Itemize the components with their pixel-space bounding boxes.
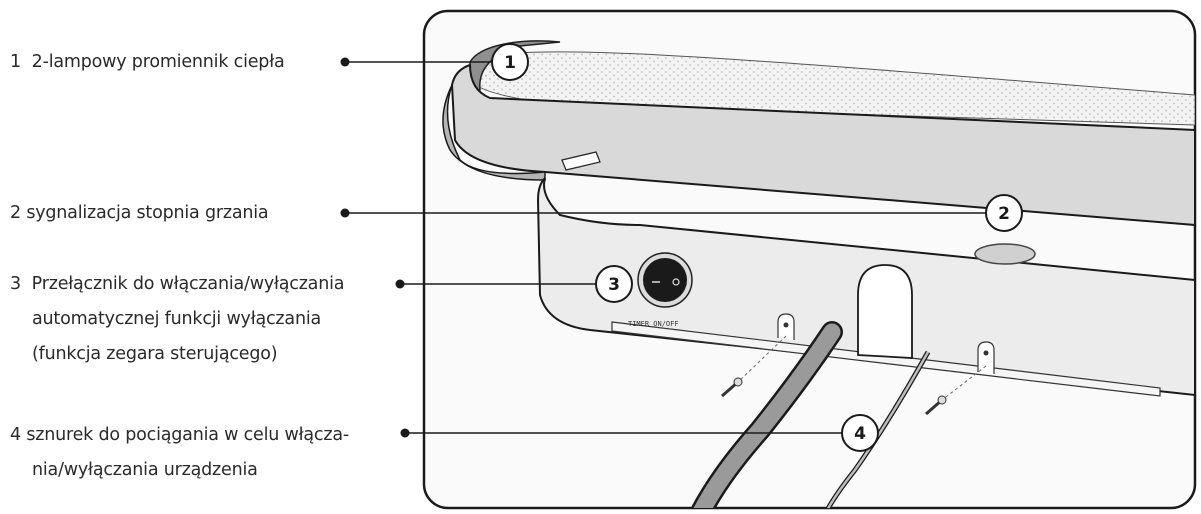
label-2: 2 sygnalizacja stopnia grzania (10, 196, 269, 231)
heater-top-rim (469, 40, 561, 91)
heating-indicator (974, 243, 1036, 265)
callout-2: 2 (985, 194, 1023, 232)
callout-1-number: 1 (504, 53, 516, 73)
label-2-line-1: sygnalizacja stopnia grzania (26, 203, 269, 223)
cord-slot (857, 264, 913, 359)
callout-1: 1 (491, 43, 529, 81)
label-1: 1 2-lampowy promiennik ciepła (10, 45, 285, 80)
label-3-line-2: automatycznej funkcji wyłączania (32, 309, 322, 329)
label-4-line-2: nia/wyłączania urządzenia (32, 460, 258, 480)
label-3-line-1: Przełącznik do włączania/wyłączania (31, 274, 345, 294)
callout-4-number: 4 (854, 424, 866, 444)
callout-3-number: 3 (608, 275, 620, 295)
leader-dots (340, 57, 410, 438)
label-3: 3 Przełącznik do włączania/wyłączania au… (10, 267, 344, 372)
label-4: 4 sznurek do pociągania w celu włącza- n… (10, 418, 349, 488)
label-4-line-1: sznurek do pociągania w celu włącza- (26, 425, 349, 445)
label-3-number: 3 (10, 274, 21, 294)
label-2-number: 2 (10, 203, 21, 223)
label-1-number: 1 (10, 52, 21, 72)
callout-2-number: 2 (998, 204, 1010, 224)
heater-front-panel (450, 63, 1195, 227)
switch-marking: TIMER ON/OFF (628, 320, 679, 328)
label-3-line-3: (funkcja zegara sterującego) (32, 344, 278, 364)
label-1-line-1: 2-lampowy promiennik ciepła (31, 52, 285, 72)
leader-lines (345, 61, 986, 434)
callout-4: 4 (841, 414, 879, 452)
label-4-number: 4 (10, 425, 21, 445)
heater-body: TIMER ON/OFF (442, 40, 1195, 508)
callout-3: 3 (595, 265, 633, 303)
